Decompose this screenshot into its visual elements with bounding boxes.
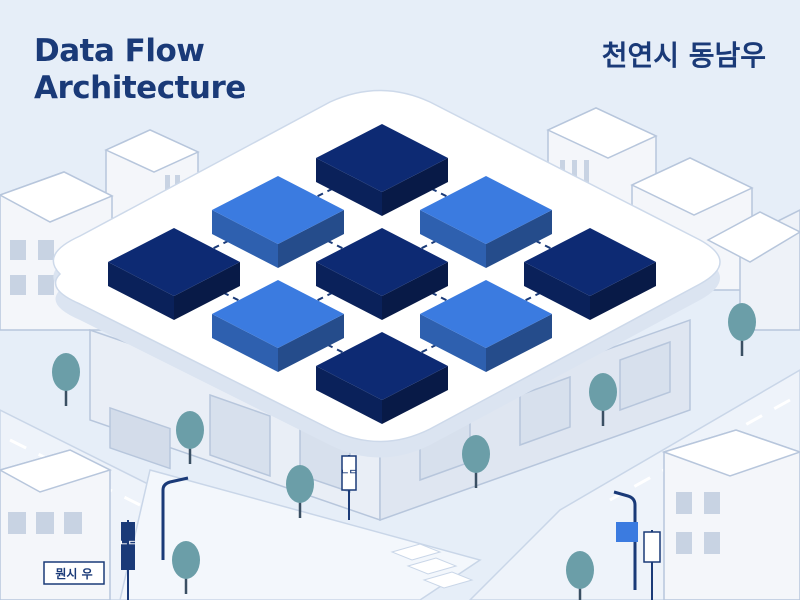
tree-icon: [728, 303, 756, 356]
data-block: [316, 228, 448, 320]
data-block: [316, 124, 448, 216]
data-block: [212, 280, 344, 372]
title-line-2: Architecture: [34, 70, 246, 106]
foreground-building-left: [0, 449, 112, 600]
sign-texts: 뭔시 우 ᄂᄃ ᄂᄃ: [55, 469, 357, 581]
connector-line: [485, 267, 591, 321]
connector-line: [173, 215, 279, 269]
data-block: [212, 176, 344, 268]
data-block: [108, 228, 240, 320]
connector-line: [277, 163, 383, 217]
connector-line: [485, 215, 591, 269]
sign-icon: [121, 455, 661, 600]
place-label: 천연시 동남우: [601, 39, 766, 72]
tree-icon: [172, 541, 200, 594]
connector-line: [277, 319, 383, 373]
pole-sign-text-center: ᄂᄃ: [341, 469, 358, 480]
tree-icon: [52, 353, 80, 406]
data-block-grid: [108, 124, 656, 424]
building-sign-text: 뭔시 우: [55, 567, 92, 581]
foreground-building-right: [661, 429, 800, 600]
connector-line: [381, 267, 487, 321]
tree-icon: [462, 435, 490, 488]
connector-line: [277, 267, 383, 321]
pole-sign-text-left: ᄂᄃ: [120, 540, 137, 551]
tree-icon: [566, 551, 594, 600]
data-block: [524, 228, 656, 320]
crosswalk: [390, 543, 474, 589]
tree-icon: [589, 373, 617, 426]
data-block: [420, 176, 552, 268]
street-lamp-icon: [161, 476, 637, 590]
connector-lines: [173, 163, 591, 373]
connector-line: [381, 319, 487, 373]
tree-icon: [176, 411, 204, 464]
trees: [52, 303, 756, 600]
title-line-1: Data Flow: [34, 33, 205, 69]
connector-line: [173, 267, 279, 321]
tree-icon: [286, 465, 314, 518]
background-buildings: [0, 107, 800, 331]
data-block: [316, 332, 448, 424]
connector-line: [277, 215, 383, 269]
connector-line: [381, 163, 487, 217]
connector-line: [381, 215, 487, 269]
building-sign: [43, 561, 105, 585]
data-block: [420, 280, 552, 372]
